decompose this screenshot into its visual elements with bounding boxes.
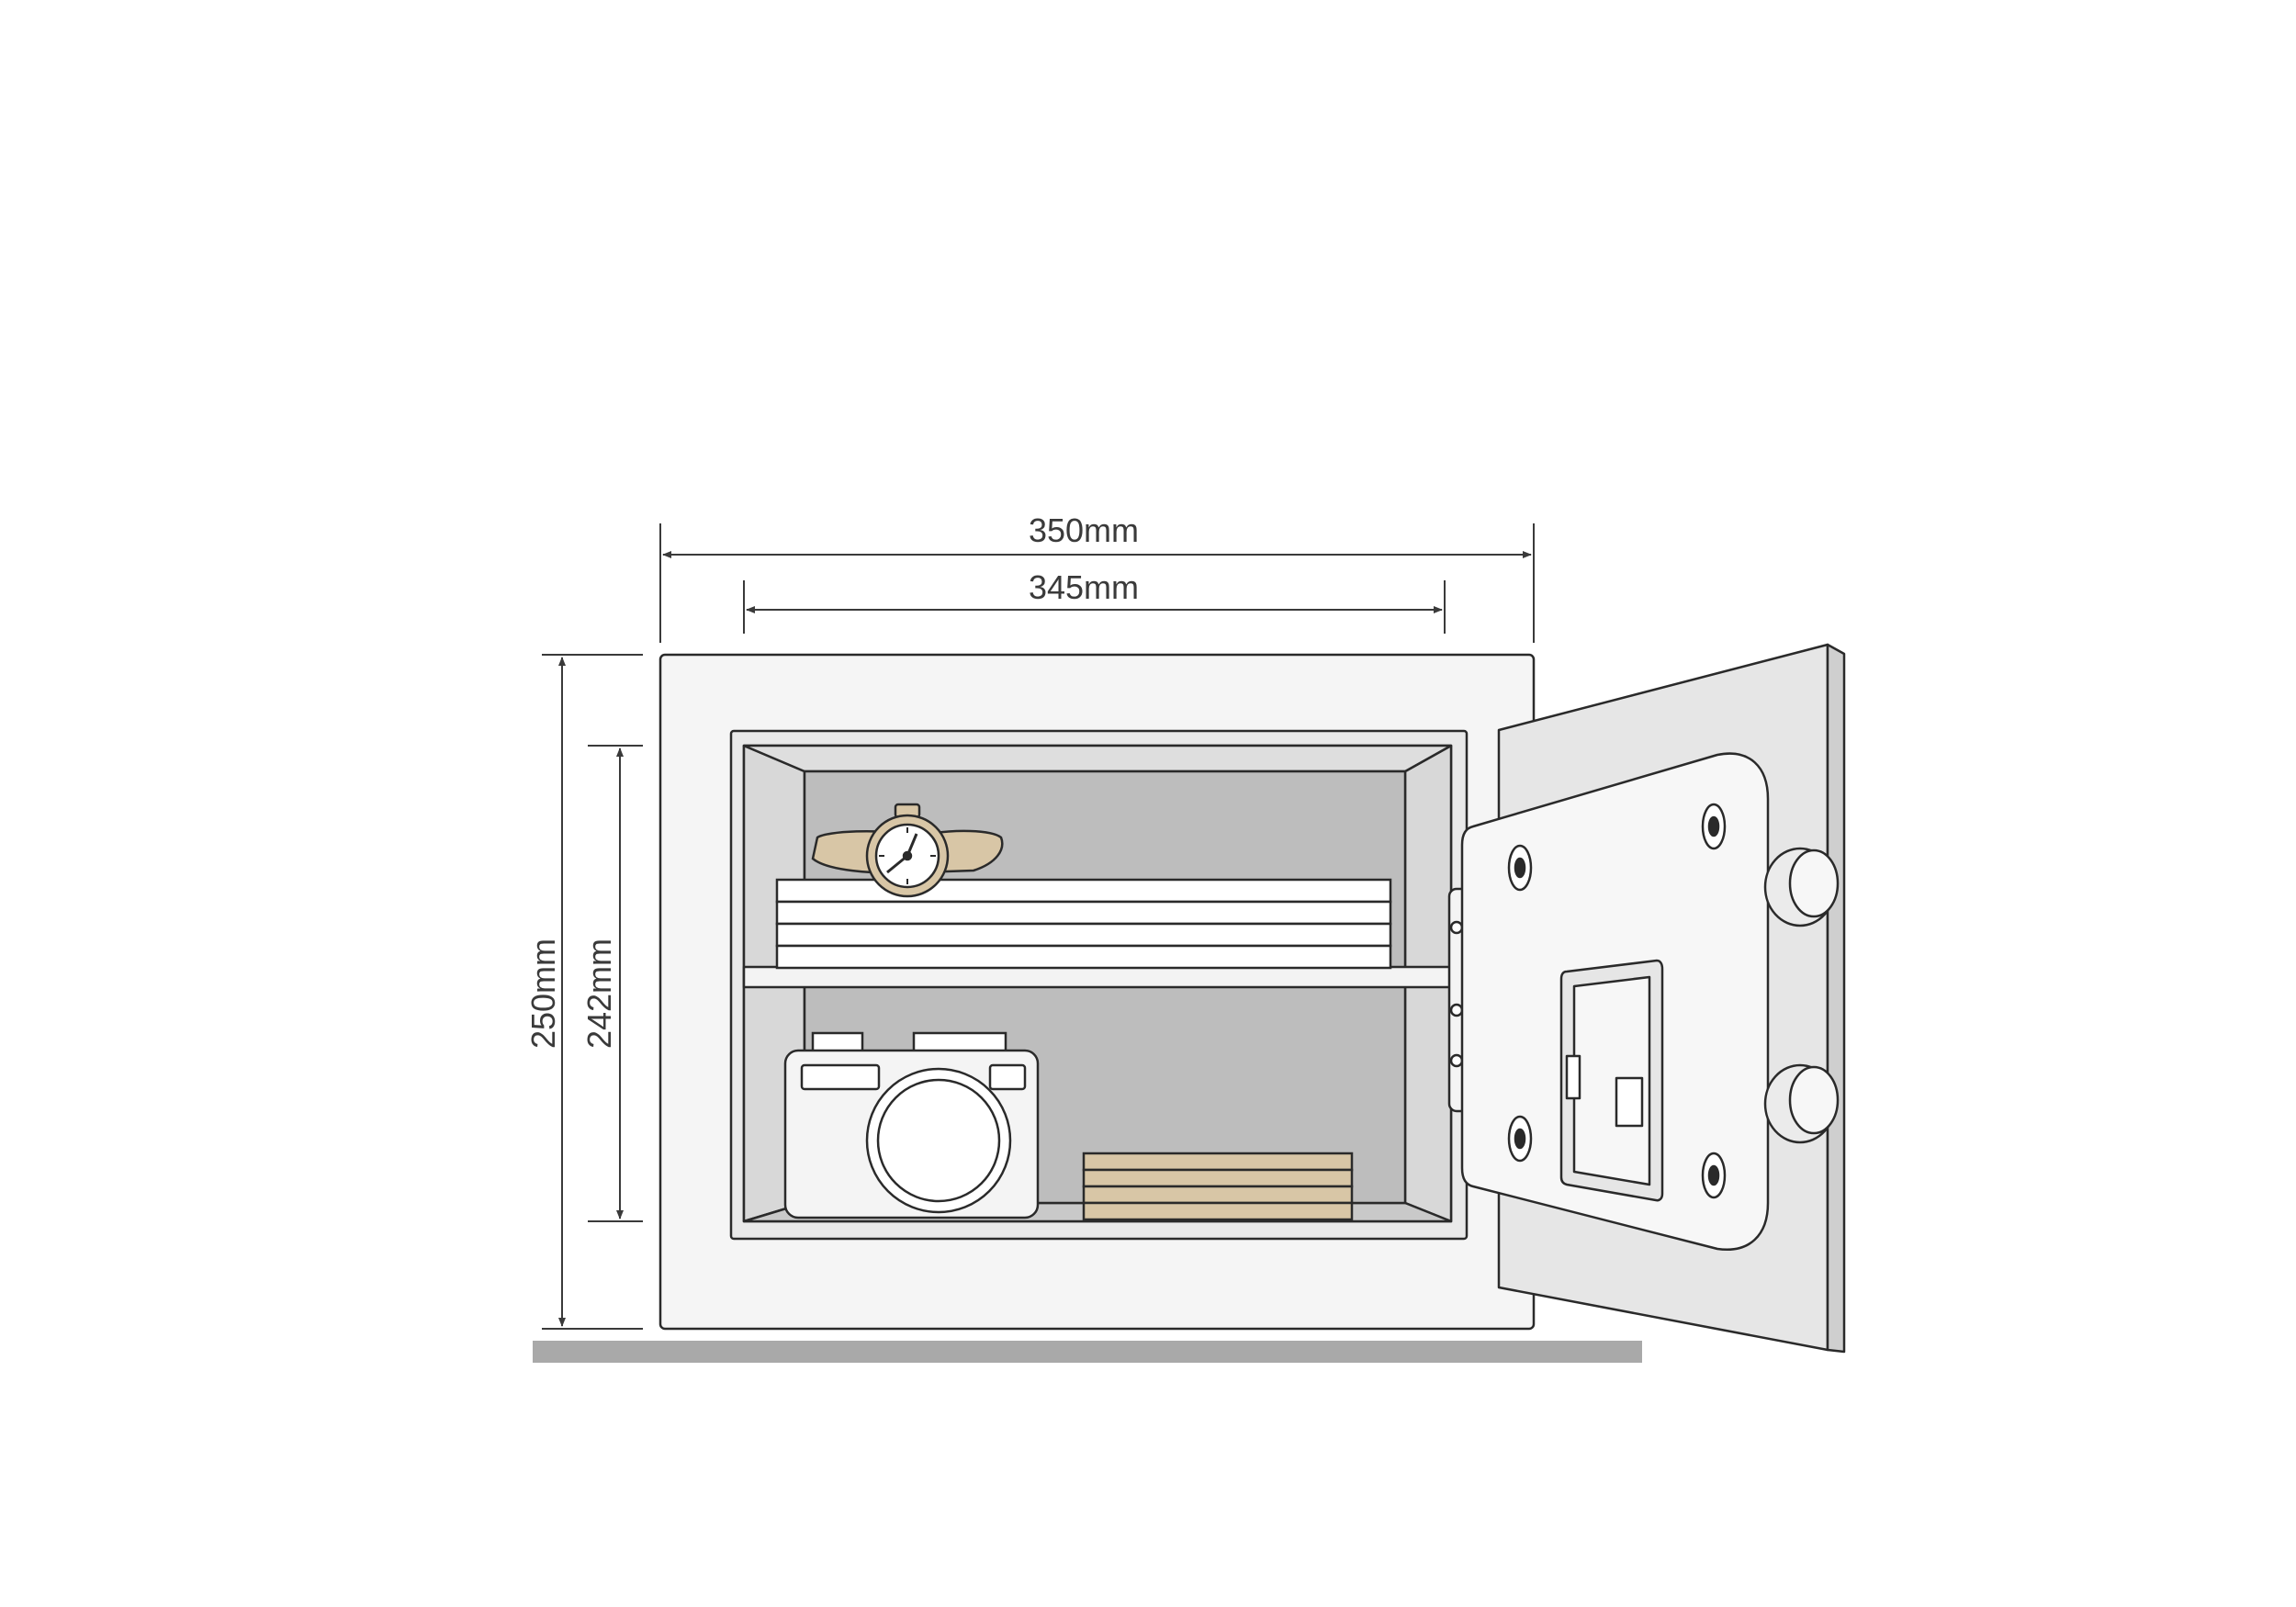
keypad-lock-icon [1559,959,1664,1202]
inner-height-label: 242mm [580,938,618,1049]
safe-body [658,653,1536,1331]
safe-door [1460,643,1846,1354]
door-screws [1507,803,1727,1199]
inner-width-label: 345mm [1029,568,1139,606]
cash-stack-icon [1082,1152,1354,1221]
floor-bar [533,1341,1642,1363]
wristwatch-icon [811,803,1004,898]
dimension-annotations [542,523,1535,1330]
handle-knob-icon [1763,847,1840,1144]
interior-shelf [742,965,1453,989]
camera-icon [783,1031,1040,1219]
outer-height-label: 250mm [524,938,562,1049]
document-stack-icon [775,878,1392,970]
outer-width-label: 350mm [1029,511,1139,549]
